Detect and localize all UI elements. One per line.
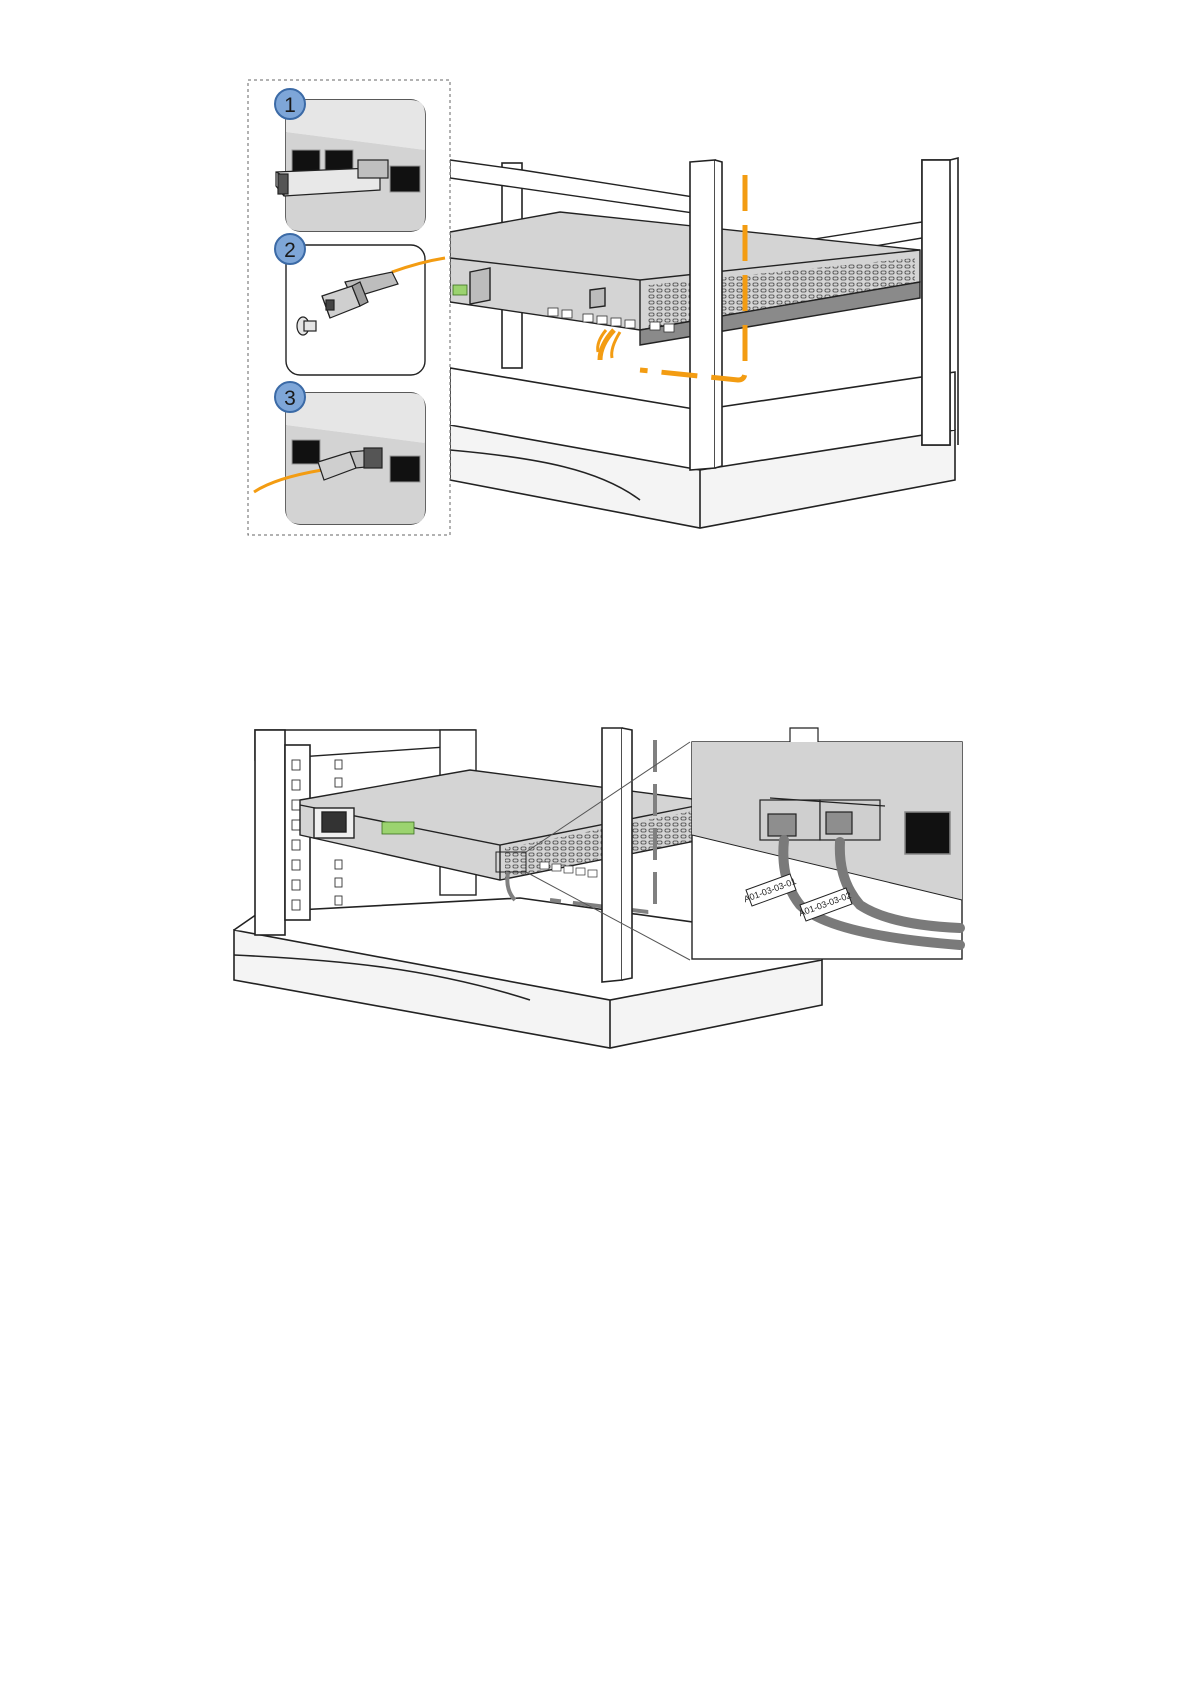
- figure-2-rack-cable-labeling: A01-03-03-01 A01-03-03-02: [234, 728, 962, 1048]
- step-2-number: 2: [284, 239, 296, 262]
- figure-1-rack-sfp-installation: 1 2: [248, 80, 958, 535]
- status-led-module: [453, 285, 467, 295]
- network-device-2: [300, 770, 700, 880]
- step-1-panel: 1: [275, 89, 425, 231]
- rj45-port-icon: [905, 812, 950, 854]
- rack-front-post-2: [602, 728, 632, 982]
- step-1-badge: 1: [275, 89, 305, 119]
- step-2-badge: 2: [275, 234, 305, 264]
- step-3-number: 3: [284, 387, 296, 410]
- step-2-panel: 2: [275, 234, 445, 375]
- sfp-module-icon: [760, 798, 885, 840]
- zoom-callout: A01-03-03-01 A01-03-03-02: [692, 728, 962, 959]
- step-1-number: 1: [284, 94, 296, 117]
- step-3-badge: 3: [275, 382, 305, 412]
